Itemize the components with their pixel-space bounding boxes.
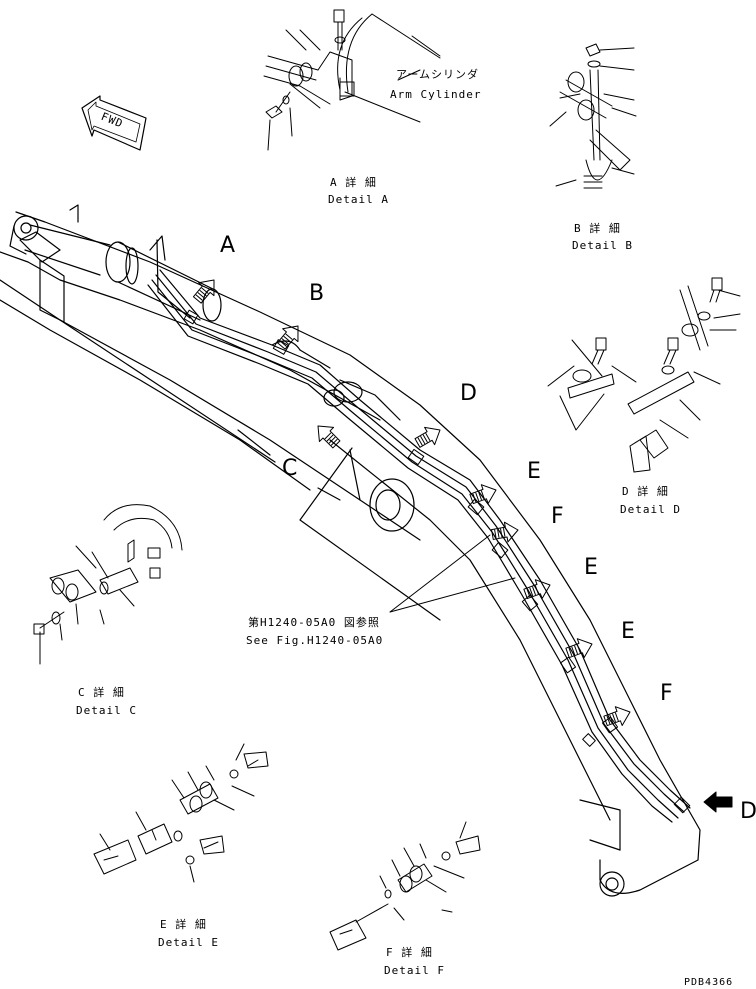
callout-c: C bbox=[282, 456, 298, 481]
detail-a-jp: A 詳 細 bbox=[330, 176, 377, 189]
callout-e-1: E bbox=[527, 459, 541, 484]
callout-e-3: E bbox=[621, 619, 635, 644]
reference-leaders bbox=[389, 534, 516, 613]
detail-a-en: Detail A bbox=[328, 193, 389, 206]
detail-d-jp: D 詳 細 bbox=[622, 485, 669, 498]
arm-cylinder-label-jp: アームシリンダ bbox=[396, 68, 480, 81]
fwd-arrow bbox=[81, 95, 147, 151]
detail-d-en: Detail D bbox=[620, 503, 681, 516]
callout-a: A bbox=[220, 233, 236, 258]
arrow-d-top bbox=[414, 426, 441, 448]
drawing-id: PDB4366 bbox=[684, 977, 734, 988]
arrow-e-3 bbox=[565, 638, 593, 659]
hose-lines bbox=[147, 269, 691, 823]
clamps bbox=[183, 309, 691, 814]
detail-b-jp: B 詳 細 bbox=[574, 222, 621, 235]
detail-c-jp: C 詳 細 bbox=[78, 686, 125, 699]
arrow-e-1 bbox=[469, 484, 497, 505]
arm-cylinder-label-en: Arm Cylinder bbox=[390, 88, 482, 101]
arrow-b bbox=[276, 325, 299, 350]
callout-f-1: F bbox=[551, 504, 564, 529]
detail-e-drawing bbox=[93, 743, 269, 883]
arrow-e-2 bbox=[523, 579, 551, 600]
reference-note-en: See Fig.H1240-05A0 bbox=[246, 634, 384, 647]
arrow-c bbox=[317, 425, 341, 449]
callout-f-2: F bbox=[660, 681, 673, 706]
callout-d-right: D bbox=[740, 799, 756, 824]
arrow-f-1 bbox=[491, 521, 519, 543]
callout-e-2: E bbox=[584, 555, 598, 580]
arrow-a bbox=[192, 279, 215, 304]
arrow-f-2 bbox=[603, 706, 631, 727]
detail-e-en: Detail E bbox=[158, 936, 219, 949]
detail-b-en: Detail B bbox=[572, 239, 633, 252]
callout-arrows bbox=[192, 279, 733, 813]
detail-d-drawing bbox=[547, 277, 741, 473]
arrow-d-right bbox=[703, 791, 733, 813]
detail-a-drawing bbox=[263, 9, 441, 151]
arm-boom bbox=[0, 204, 701, 897]
detail-c-drawing bbox=[33, 504, 183, 665]
detail-f-drawing bbox=[329, 821, 481, 951]
detail-f-jp: F 詳 細 bbox=[386, 946, 433, 959]
detail-c-en: Detail C bbox=[76, 704, 137, 717]
arm-cylinder-body bbox=[24, 224, 401, 421]
reference-note-jp: 第H1240-05A0 図参照 bbox=[248, 616, 380, 629]
detail-b-drawing bbox=[549, 43, 637, 189]
detail-f-en: Detail F bbox=[384, 964, 445, 977]
detail-e-jp: E 詳 細 bbox=[160, 918, 207, 931]
callout-b: B bbox=[309, 281, 325, 306]
callout-d-top: D bbox=[460, 381, 477, 406]
